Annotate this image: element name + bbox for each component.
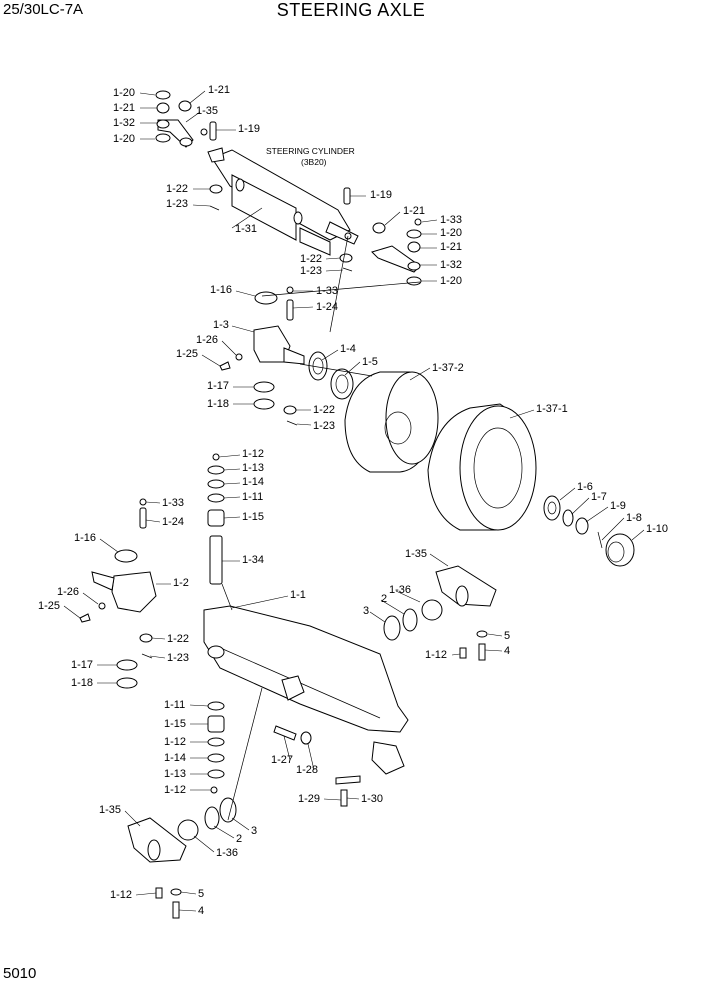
part-label: 4 xyxy=(198,905,204,917)
part-label: 1-15 xyxy=(164,718,186,730)
part-label: 1-22 xyxy=(166,183,188,195)
part-label: 1-7 xyxy=(591,491,607,503)
part-label: 1-21 xyxy=(440,241,462,253)
part-label: 1-9 xyxy=(610,500,626,512)
part-label: 1-25 xyxy=(38,600,60,612)
part-label: 1-5 xyxy=(362,356,378,368)
part-label: 1-10 xyxy=(646,523,668,535)
part-label: 5 xyxy=(504,630,510,642)
part-label: 1-33 xyxy=(440,214,462,226)
part-label: 1-12 xyxy=(425,649,447,661)
part-label: 1-20 xyxy=(440,227,462,239)
part-label: 1-18 xyxy=(207,398,229,410)
part-label: 1-8 xyxy=(626,512,642,524)
part-label: 2 xyxy=(381,593,387,605)
part-label: 1-34 xyxy=(242,554,264,566)
part-label: 1-20 xyxy=(440,275,462,287)
part-label: 1-11 xyxy=(164,699,185,711)
part-label: 1-12 xyxy=(110,889,132,901)
part-label: 1-30 xyxy=(361,793,383,805)
part-label: 1-18 xyxy=(71,677,93,689)
leader-lines xyxy=(63,90,645,912)
axle-beam xyxy=(203,605,409,775)
part-label: 1-13 xyxy=(164,768,186,780)
part-label: 1-4 xyxy=(340,343,356,355)
part-label: 1-22 xyxy=(300,253,322,265)
part-label: 1-31 xyxy=(235,223,257,235)
part-label: 1-35 xyxy=(196,105,218,117)
part-label: 1-37-2 xyxy=(432,362,464,374)
part-label: 1-20 xyxy=(113,87,135,99)
king-pin-column xyxy=(207,453,225,585)
part-label: 1-28 xyxy=(296,764,318,776)
part-label: 1-1 xyxy=(290,589,306,601)
part-label: 1-32 xyxy=(440,259,462,271)
part-label: 1-35 xyxy=(405,548,427,560)
part-label: 1-21 xyxy=(403,205,425,217)
part-label: 1-23 xyxy=(166,198,188,210)
steering-cylinder-label: STEERING CYLINDER xyxy=(266,146,355,156)
part-label: 3 xyxy=(363,605,369,617)
part-label: 1-12 xyxy=(242,448,264,460)
wheel-fastener-group xyxy=(543,495,635,567)
steering-cylinder-ref: (3B20) xyxy=(301,157,327,167)
part-label: 1-24 xyxy=(162,516,184,528)
part-label: 1-23 xyxy=(313,420,335,432)
part-label: 1-21 xyxy=(208,84,230,96)
upper-knuckle-assembly xyxy=(219,286,305,426)
part-label: 1-26 xyxy=(57,586,79,598)
part-label: 1-23 xyxy=(300,265,322,277)
part-label: 1-12 xyxy=(164,736,186,748)
upper-link-assembly xyxy=(155,90,217,148)
part-label: 1-23 xyxy=(167,652,189,664)
tire xyxy=(427,403,537,531)
part-label: 1-14 xyxy=(242,476,264,488)
part-label: 1-33 xyxy=(162,497,184,509)
part-label: 4 xyxy=(504,645,510,657)
part-label: 1-16 xyxy=(210,284,232,296)
steering-cylinder xyxy=(207,147,359,272)
part-label: 1-15 xyxy=(242,511,264,523)
part-label: 1-11 xyxy=(242,491,263,503)
right-link-assembly xyxy=(371,218,422,286)
part-label: 1-13 xyxy=(242,462,264,474)
part-label: 1-29 xyxy=(298,793,320,805)
part-label: 1-25 xyxy=(176,348,198,360)
part-number-labels: 1-201-211-321-201-211-351-191-221-231-31… xyxy=(38,84,668,917)
part-label: 1-19 xyxy=(370,189,392,201)
part-label: 1-36 xyxy=(389,584,411,596)
part-label: 1-22 xyxy=(167,633,189,645)
page-number: 5010 xyxy=(3,965,37,982)
part-label: 1-17 xyxy=(207,380,229,392)
wheel-hub xyxy=(344,371,439,473)
right-axle-mount xyxy=(383,565,497,661)
model-number: 25/30LC-7A xyxy=(3,1,84,18)
part-label: 1-17 xyxy=(71,659,93,671)
part-label: 1-21 xyxy=(113,102,135,114)
diagram-title: STEERING AXLE xyxy=(276,0,426,20)
part-label: 1-22 xyxy=(313,404,335,416)
part-label: 1-32 xyxy=(113,117,135,129)
part-label: 1-36 xyxy=(216,847,238,859)
part-label: 1-3 xyxy=(213,319,229,331)
part-label: 1-12 xyxy=(164,784,186,796)
part-label: 1-37-1 xyxy=(536,403,568,415)
part-label: 1-33 xyxy=(316,285,338,297)
part-label: 1-14 xyxy=(164,752,186,764)
part-label: 2 xyxy=(236,833,242,845)
part-label: 3 xyxy=(251,825,257,837)
part-label: 5 xyxy=(198,888,204,900)
part-label: 1-2 xyxy=(173,577,189,589)
part-label: 1-24 xyxy=(316,301,338,313)
part-label: 1-19 xyxy=(238,123,260,135)
part-label: 1-16 xyxy=(74,532,96,544)
part-label: 1-6 xyxy=(577,481,593,493)
part-label: 1-20 xyxy=(113,133,135,145)
part-label: 1-35 xyxy=(99,804,121,816)
lower-pin-column xyxy=(207,701,361,807)
part-label: 1-26 xyxy=(196,334,218,346)
part-label: 1-27 xyxy=(271,754,293,766)
bearing-group xyxy=(308,351,354,400)
